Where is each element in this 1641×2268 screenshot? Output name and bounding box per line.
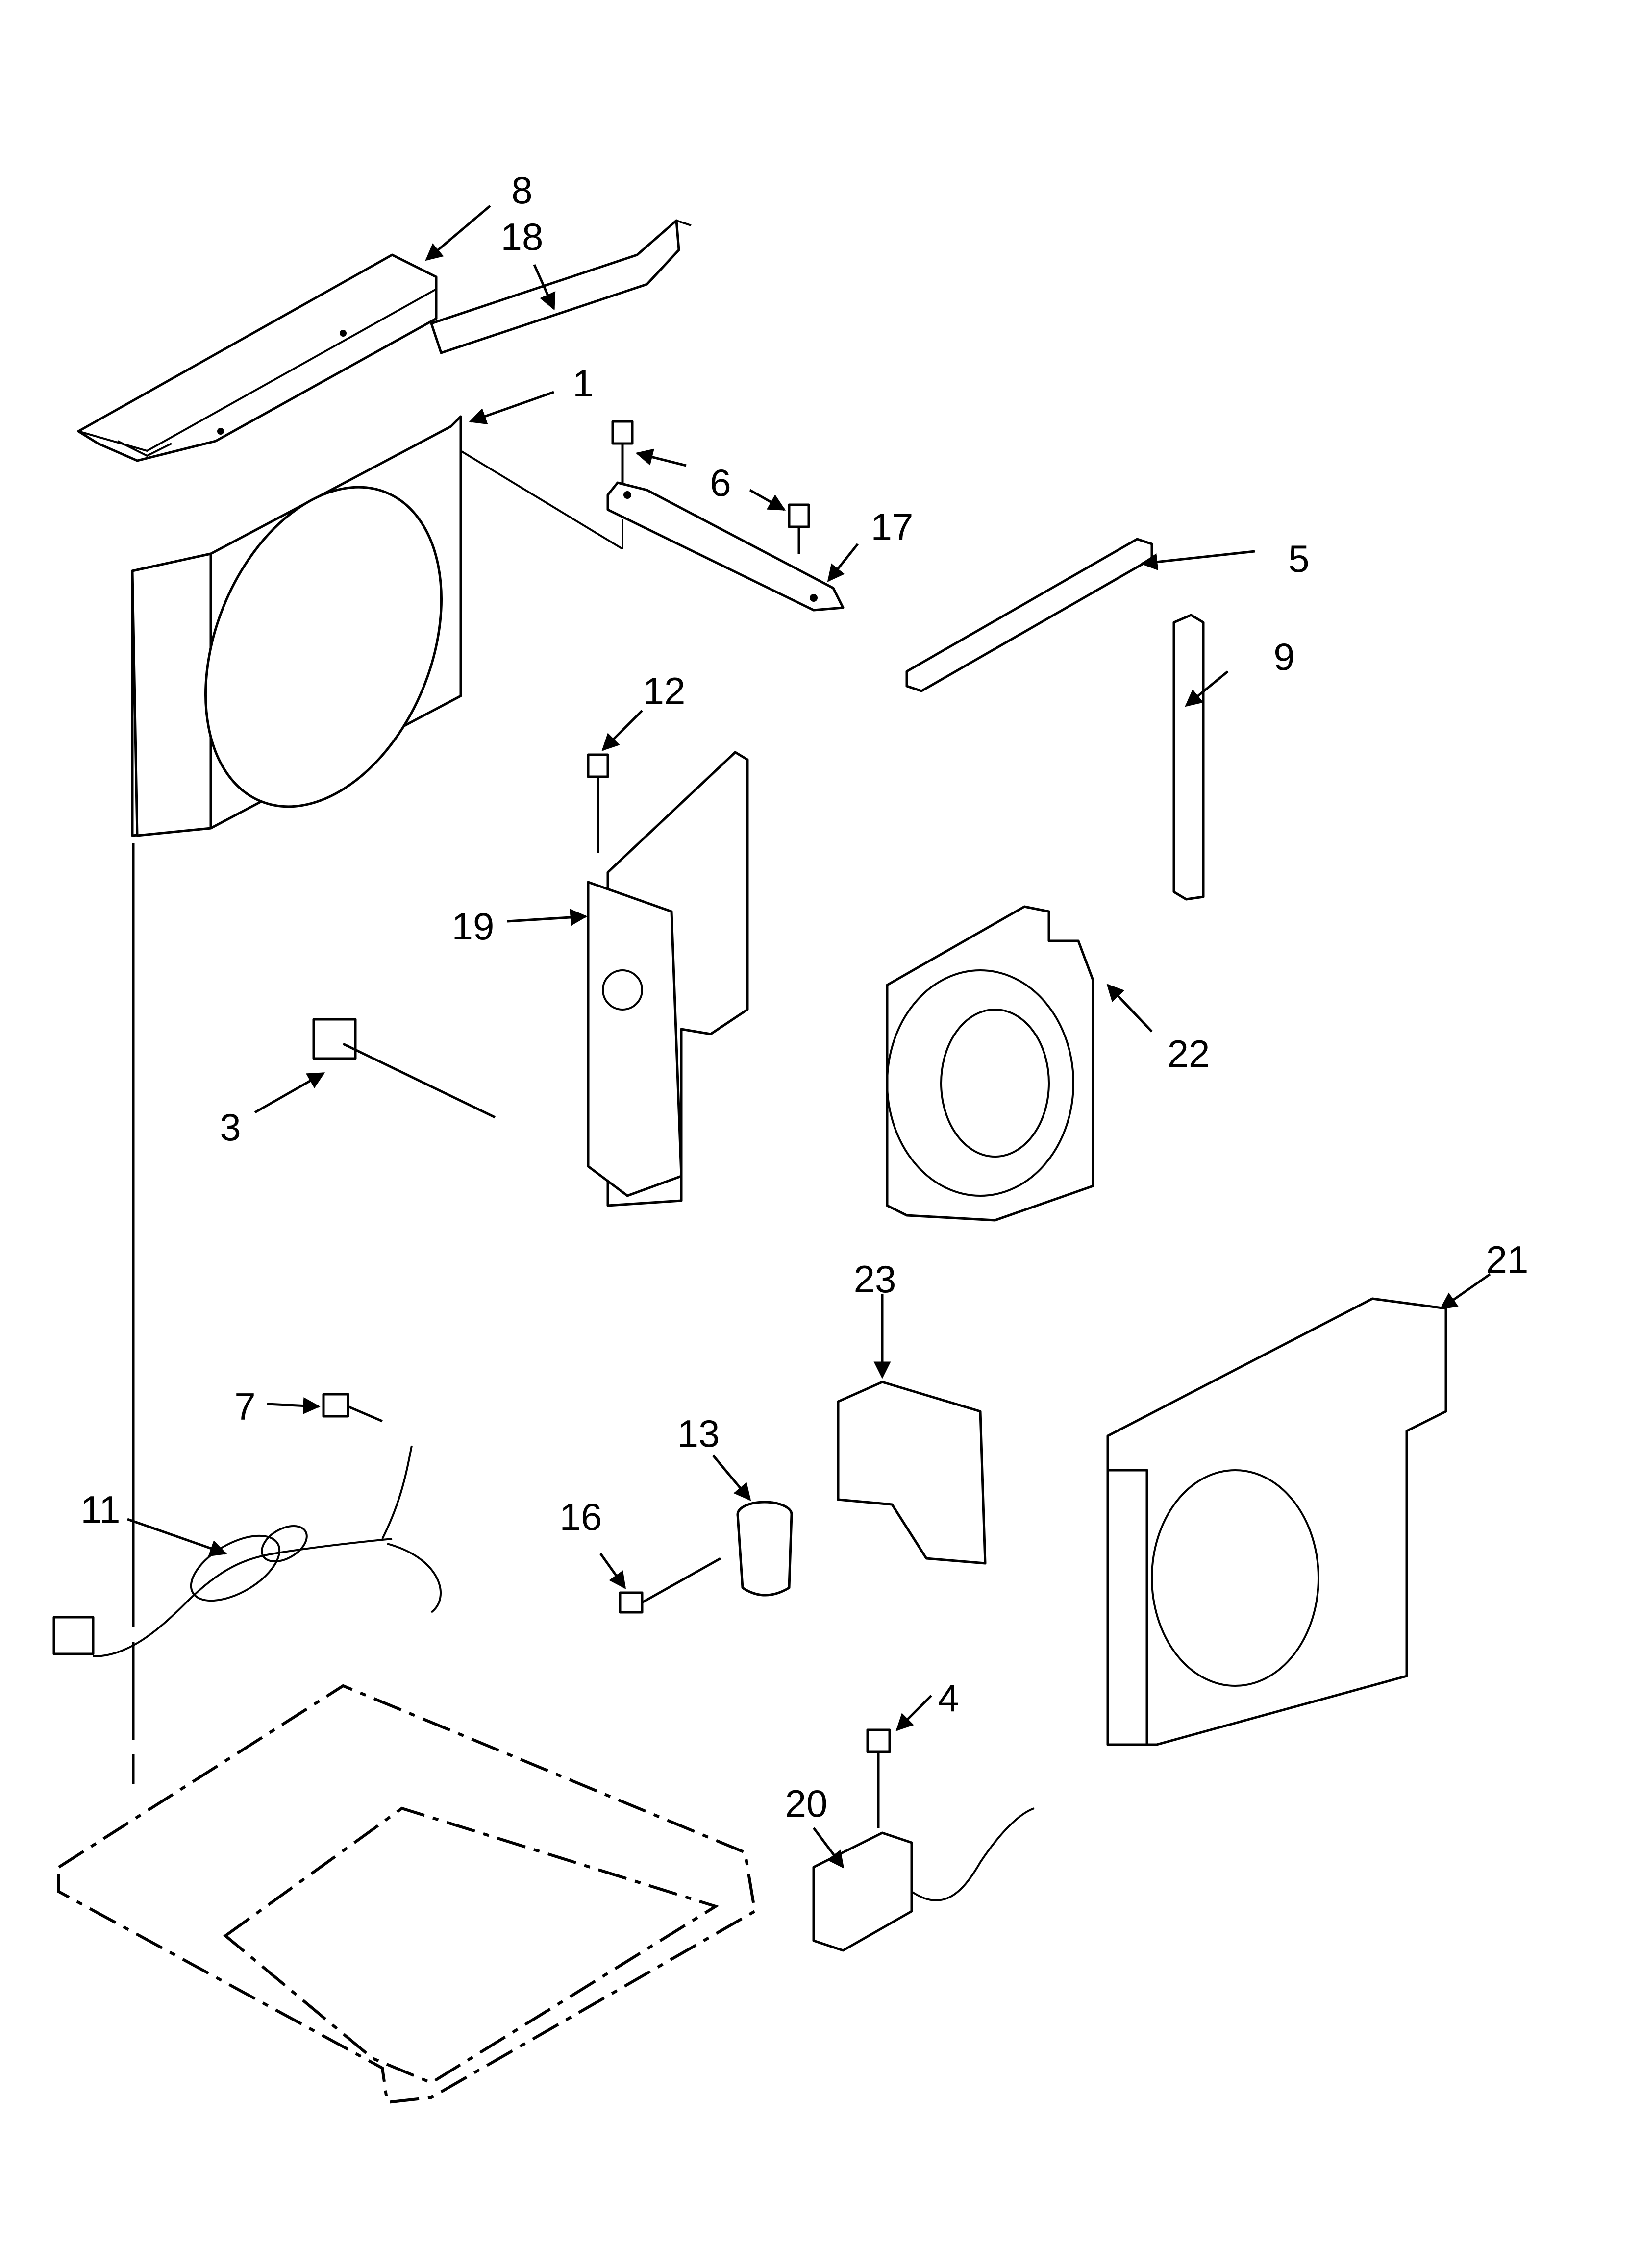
part-13-capacitor <box>736 1501 793 1597</box>
callout-20: 20 <box>785 1782 828 1825</box>
part-6-screws <box>611 420 810 554</box>
part-1-fan-shroud <box>131 415 623 837</box>
callout-3: 3 <box>220 1106 241 1149</box>
part-4-screw <box>866 1728 891 1828</box>
part-18-foam-strip <box>430 219 692 354</box>
callout-8: 8 <box>511 169 533 212</box>
part-5-foam-bar <box>905 538 1153 692</box>
part-16-screw <box>619 1557 721 1614</box>
callout-22: 22 <box>1167 1032 1210 1075</box>
part-22-scroll-housing <box>886 905 1094 1222</box>
callout-18: 18 <box>500 215 544 258</box>
callout-9: 9 <box>1273 635 1295 678</box>
part-7-screw <box>322 1393 383 1423</box>
part-19-control-bracket <box>587 751 749 1207</box>
callout-4: 4 <box>938 1676 959 1720</box>
part-8-top-channel <box>77 253 438 462</box>
part-9-foam-bar <box>1172 614 1205 901</box>
callout-6: 6 <box>710 461 731 504</box>
part-3-sensor <box>312 1018 496 1119</box>
callout-5: 5 <box>1288 537 1310 580</box>
callout-7: 7 <box>234 1385 256 1428</box>
callout-11: 11 <box>80 1488 121 1531</box>
part-21-front-housing <box>1106 1297 1447 1746</box>
part-11-power-cord <box>52 1445 442 1657</box>
callout-1: 1 <box>572 362 594 405</box>
part-20-control-board <box>812 1807 1035 1952</box>
callout-17: 17 <box>870 505 914 548</box>
base-pan-dashed <box>57 1684 757 2104</box>
callout-23: 23 <box>853 1257 896 1301</box>
part-23-capacitor-bracket <box>837 1381 987 1565</box>
leader-lines <box>127 205 1491 1869</box>
callout-21: 21 <box>1486 1238 1529 1281</box>
callout-19: 19 <box>451 905 495 948</box>
callout-13: 13 <box>677 1412 720 1455</box>
callout-12: 12 <box>643 669 686 713</box>
callout-16: 16 <box>559 1495 602 1538</box>
